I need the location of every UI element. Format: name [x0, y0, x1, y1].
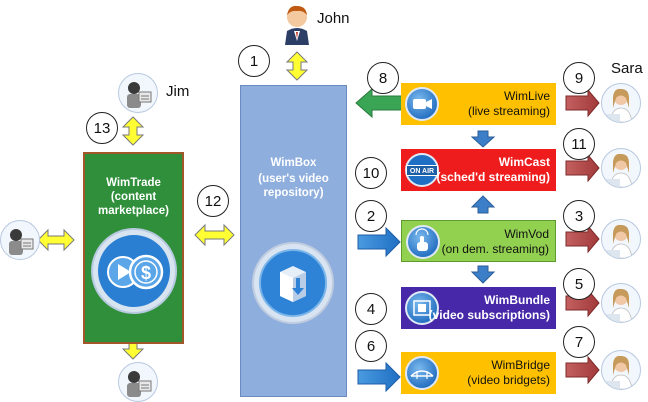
wimbridge-desc: (video bridgets)	[467, 373, 550, 387]
left-user-wimtrade-arrow	[37, 228, 75, 252]
box-to-bridge-arrow	[357, 361, 401, 393]
wimcast-desc: (sched'd streaming)	[436, 170, 550, 184]
bottom-user-avatar	[118, 362, 158, 402]
step-11: 11	[563, 128, 595, 160]
film-icon	[405, 291, 439, 325]
wimbridge-box: WimBridge (video bridgets)	[401, 352, 556, 394]
wimbundle-desc: (video subscriptions)	[428, 308, 550, 322]
step-6: 6	[355, 330, 387, 362]
box-to-vod-arrow	[357, 226, 401, 258]
cast-to-sara-arrow	[565, 153, 600, 183]
sara-label: Sara	[611, 60, 643, 77]
live-to-sara-arrow	[565, 88, 600, 118]
wimlive-text: WimLive (live streaming)	[468, 89, 550, 119]
wimvod-text: WimVod (on dem. streaming)	[442, 227, 549, 257]
jim-label: Jim	[166, 83, 190, 100]
left-user-avatar	[0, 220, 40, 260]
wimvod-desc: (on dem. streaming)	[441, 242, 549, 256]
wimbox-panel: WimBox (user's video repository)	[240, 85, 347, 397]
wimtrade-title: WimTrade	[106, 177, 161, 189]
vod-to-sara-arrow	[565, 224, 600, 254]
wimlive-desc: (live streaming)	[467, 104, 550, 118]
sara-avatar-5	[601, 350, 641, 390]
jim-avatar	[118, 73, 158, 113]
play-coin-icon: $	[91, 228, 177, 314]
john-person-icon	[279, 1, 315, 45]
upload-box-icon	[252, 242, 334, 324]
step-5: 5	[563, 268, 595, 300]
wimlive-name: WimLive	[503, 89, 550, 103]
wimlive-box: WimLive (live streaming)	[401, 83, 556, 125]
sara-avatar-1	[601, 83, 641, 123]
camera-icon	[405, 87, 439, 121]
bridge-to-sara-arrow	[565, 355, 600, 385]
bridge-icon	[405, 356, 439, 390]
john-label: John	[317, 10, 350, 27]
wimbox-subtitle: (user's video repository)	[258, 173, 329, 199]
step-13: 13	[86, 112, 118, 144]
wimbridge-name: WimBridge	[491, 358, 550, 372]
step-2: 2	[355, 200, 387, 232]
wimvod-box: WimVod (on dem. streaming)	[401, 220, 556, 262]
wimbundle-text: WimBundle (video subscriptions)	[429, 293, 550, 323]
step-12: 12	[197, 185, 229, 217]
sara-avatar-2	[601, 148, 641, 188]
step-10: 10	[355, 157, 387, 189]
sara-avatar-4	[601, 283, 641, 323]
wimbundle-box: WimBundle (video subscriptions)	[401, 287, 556, 329]
wimvod-name: WimVod	[504, 227, 549, 241]
wimcast-box: ON AIR WimCast (sched'd streaming)	[401, 149, 556, 191]
step-1: 1	[238, 45, 270, 77]
step-7: 7	[563, 326, 595, 358]
on-air-icon: ON AIR	[405, 153, 439, 187]
touch-icon	[406, 225, 440, 259]
wimtrade-panel: WimTrade (content marketplace) $	[83, 152, 184, 344]
wimbridge-text: WimBridge (video bridgets)	[467, 358, 550, 388]
wimcast-name: WimCast	[498, 155, 550, 169]
step-4: 4	[355, 293, 387, 325]
wimbundle-name: WimBundle	[484, 293, 550, 307]
step-9: 9	[563, 62, 595, 94]
step-3: 3	[563, 200, 595, 232]
on-air-badge: ON AIR	[406, 165, 438, 176]
sara-avatar-3	[601, 219, 641, 259]
wimbox-title: WimBox	[270, 157, 317, 169]
svg-text:$: $	[141, 263, 151, 283]
live-to-cast-arrow	[470, 130, 496, 148]
vod-to-bundle-arrow	[470, 265, 496, 284]
john-wimbox-arrow	[285, 51, 309, 81]
vod-to-cast-arrow	[470, 195, 496, 214]
wimcast-text: WimCast (sched'd streaming)	[436, 155, 550, 185]
step-8: 8	[367, 62, 399, 94]
wimtrade-wimbox-arrow	[194, 223, 235, 247]
wimtrade-subtitle: (content marketplace)	[98, 191, 169, 217]
jim-wimtrade-arrow	[121, 116, 145, 146]
